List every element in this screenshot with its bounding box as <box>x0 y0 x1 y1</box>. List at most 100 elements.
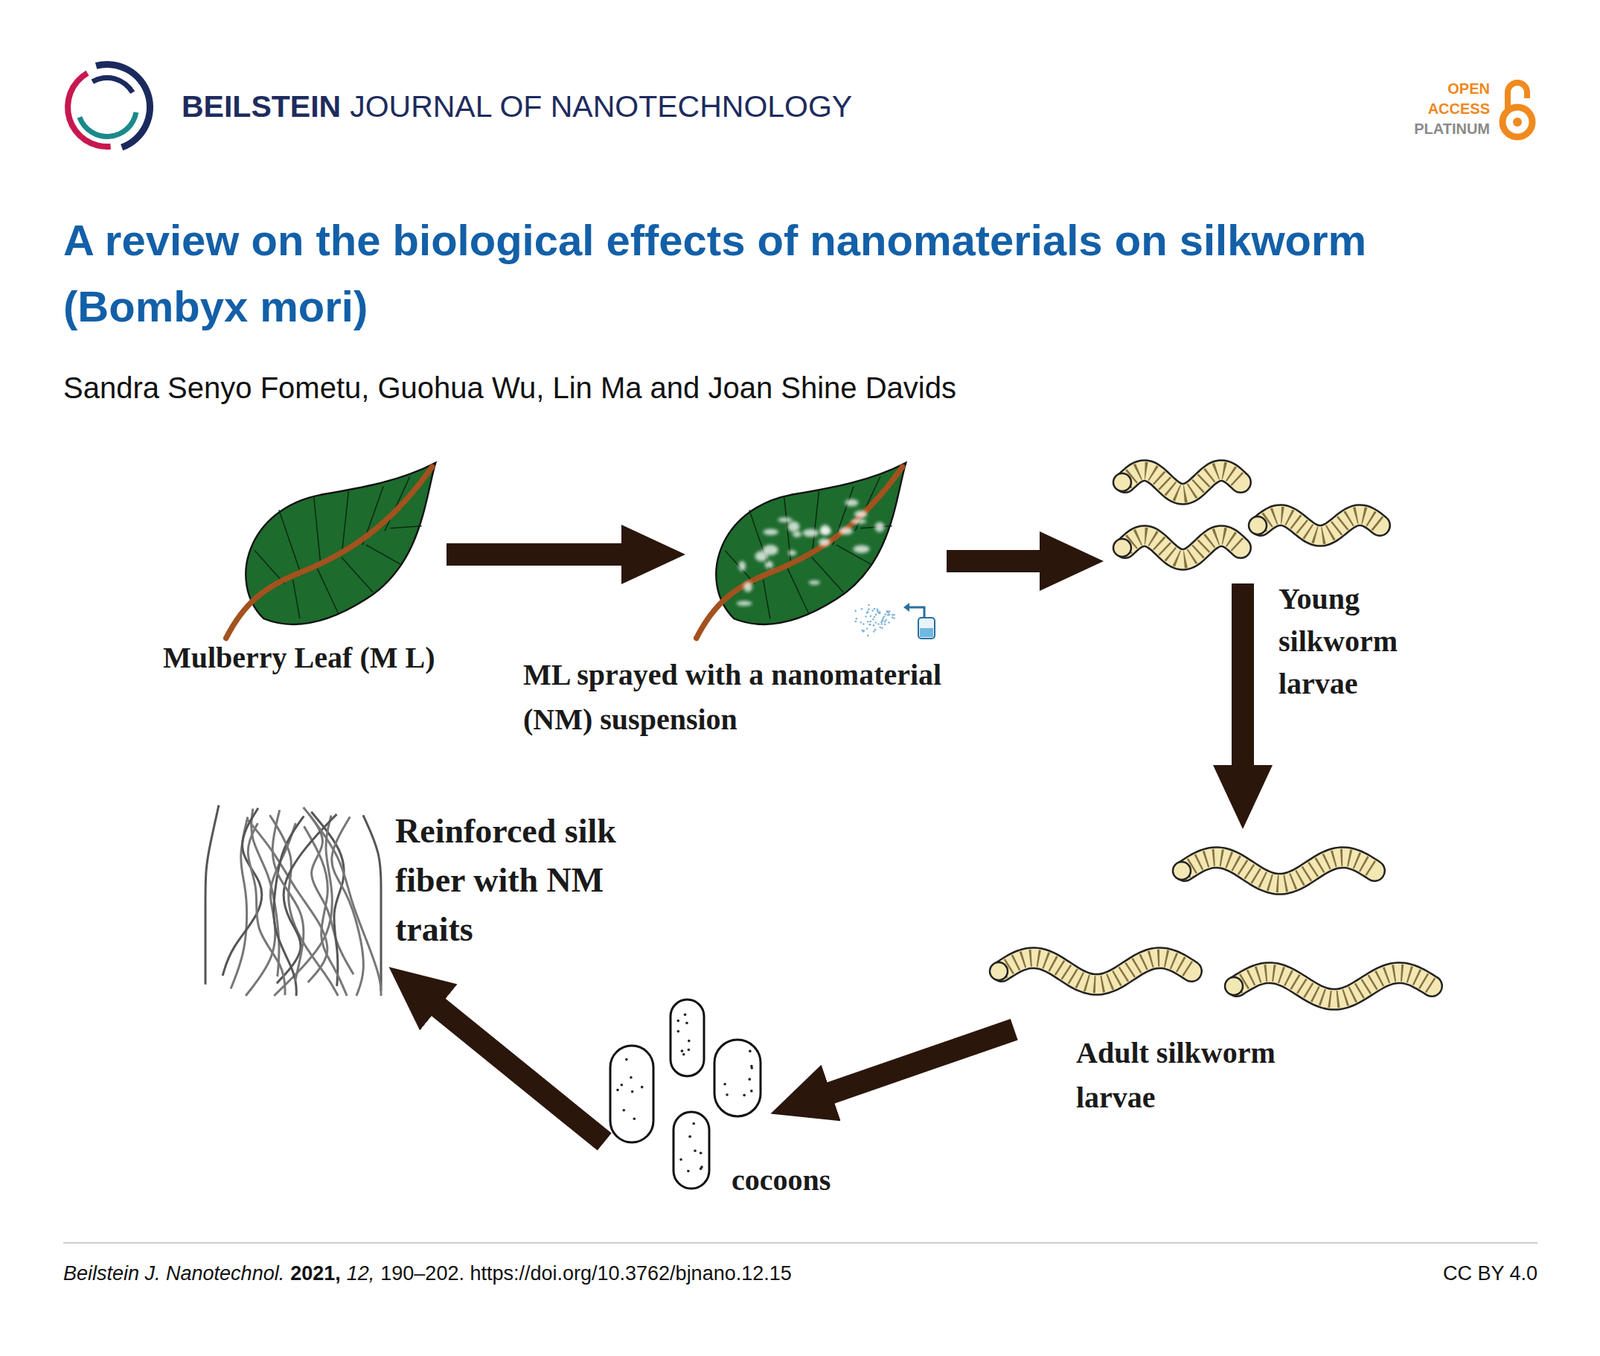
larva-head <box>1113 538 1132 557</box>
nanomaterial-spot <box>762 544 779 556</box>
cocoon-shell <box>610 1045 654 1143</box>
cocoon-dot <box>699 1167 703 1171</box>
cocoon-dot <box>725 1093 729 1097</box>
cocoon-dot <box>679 1157 683 1161</box>
cocoon <box>670 999 704 1077</box>
spray-mist <box>876 610 879 613</box>
leaf-vein <box>787 568 809 614</box>
cocoon-shell <box>673 1111 710 1189</box>
mulberry-leaf <box>696 462 907 639</box>
stage-label: Mulberry Leaf (M L) <box>162 640 513 676</box>
spray-mist <box>891 616 894 619</box>
leaf-vein <box>341 557 373 593</box>
cocoon-dot <box>625 1058 629 1062</box>
spray-mist <box>874 621 877 624</box>
cocoon-dot <box>677 1029 681 1033</box>
nanomaterial-spot <box>845 499 859 507</box>
spray-mist <box>861 608 864 611</box>
spray-mist <box>854 620 857 623</box>
leaf-vein <box>314 496 321 567</box>
arrow-shaft <box>446 543 623 566</box>
leaf-vein <box>279 509 302 575</box>
cocoon <box>714 1039 761 1117</box>
larva-outline <box>1001 957 1192 985</box>
citation: 12, <box>346 1261 376 1286</box>
larva-head <box>1113 473 1132 492</box>
silkworm-larva <box>1172 857 1375 885</box>
spray-mist <box>872 624 876 627</box>
spray-mist <box>874 613 877 617</box>
arrow-shaft <box>830 1029 1015 1093</box>
spray-mist <box>878 610 882 614</box>
spray-mist <box>878 626 882 629</box>
larva-body <box>1236 972 1432 1000</box>
stage-label: Reinforced silk fiber with NM traits <box>395 806 678 955</box>
journal-logo <box>64 61 154 151</box>
bottle-liquid <box>919 628 934 638</box>
spray-mist <box>866 634 870 638</box>
nanomaterial-spot <box>738 561 746 572</box>
bottle-nozzle <box>909 607 925 618</box>
spray-mist <box>881 616 885 620</box>
larva-segments <box>1236 972 1432 1000</box>
lock-dot <box>1512 117 1522 127</box>
nanomaterial-spot <box>820 527 832 535</box>
cocoon <box>673 1111 710 1189</box>
spray-mist <box>877 622 880 626</box>
leaf-vein <box>293 579 300 619</box>
leaf-vein <box>784 496 792 567</box>
nanomaterial-spot <box>854 510 867 518</box>
spray-mist <box>884 619 888 622</box>
flow-arrow <box>830 1029 1015 1093</box>
spray-mist <box>871 609 874 612</box>
nanomaterial-spot <box>743 581 753 593</box>
journal-name: JOURNAL OF NANOTECHNOLOGY <box>349 88 853 126</box>
nanomaterial-spot <box>852 544 870 553</box>
silkworm-larva <box>1113 535 1241 560</box>
spray-mist <box>884 620 887 623</box>
cocoon-dot <box>723 1082 727 1086</box>
cocoon-dot <box>692 1122 696 1126</box>
spray-mist <box>873 608 876 611</box>
access-badge: PLATINUM <box>1413 119 1490 138</box>
cocoon-dot <box>750 1089 754 1093</box>
silk-fiber <box>205 805 219 985</box>
larva-body <box>1125 535 1241 560</box>
spray-mist <box>854 610 857 613</box>
arrow-shaft <box>438 1006 606 1142</box>
spray-mist <box>867 604 870 607</box>
leaf-vein <box>811 557 844 593</box>
stage-illustration <box>203 800 383 998</box>
cocoon <box>610 1045 654 1143</box>
spray-mist <box>893 613 896 617</box>
nanomaterial-spot <box>762 529 778 536</box>
cocoon-dot <box>747 1077 751 1081</box>
flow-arrow <box>946 561 1041 562</box>
nanomaterial-spot <box>787 521 800 533</box>
silk-fiber <box>304 826 348 996</box>
arrow-shaft <box>1231 583 1254 766</box>
larva-outline <box>1125 470 1241 495</box>
cocoon-shell <box>714 1039 761 1117</box>
leaf-stem <box>226 466 433 638</box>
silkworm-larva <box>989 957 1192 985</box>
nanomaterial-spot <box>875 521 885 533</box>
larva-body <box>1184 857 1375 885</box>
cocoon-dot <box>682 1053 686 1056</box>
mulberry-leaf <box>226 462 437 639</box>
spray-mist <box>861 629 864 632</box>
leaf-blade <box>715 462 906 625</box>
access-badge: OPEN <box>1447 79 1490 98</box>
cocoon-dot <box>633 1117 637 1121</box>
cocoon-dot <box>622 1108 626 1112</box>
spray-mist <box>869 615 873 618</box>
spray-mist <box>893 616 896 620</box>
flow-arrow <box>438 1006 606 1142</box>
leaf-vein <box>763 579 771 619</box>
spray-mist <box>872 618 875 621</box>
stage-label: ML sprayed with a nanomaterial (NM) susp… <box>523 652 1007 742</box>
flow-arrow <box>1242 583 1244 766</box>
spray-mist <box>881 619 884 623</box>
cocoon-dot <box>640 1085 644 1089</box>
spray-mist <box>881 622 884 626</box>
